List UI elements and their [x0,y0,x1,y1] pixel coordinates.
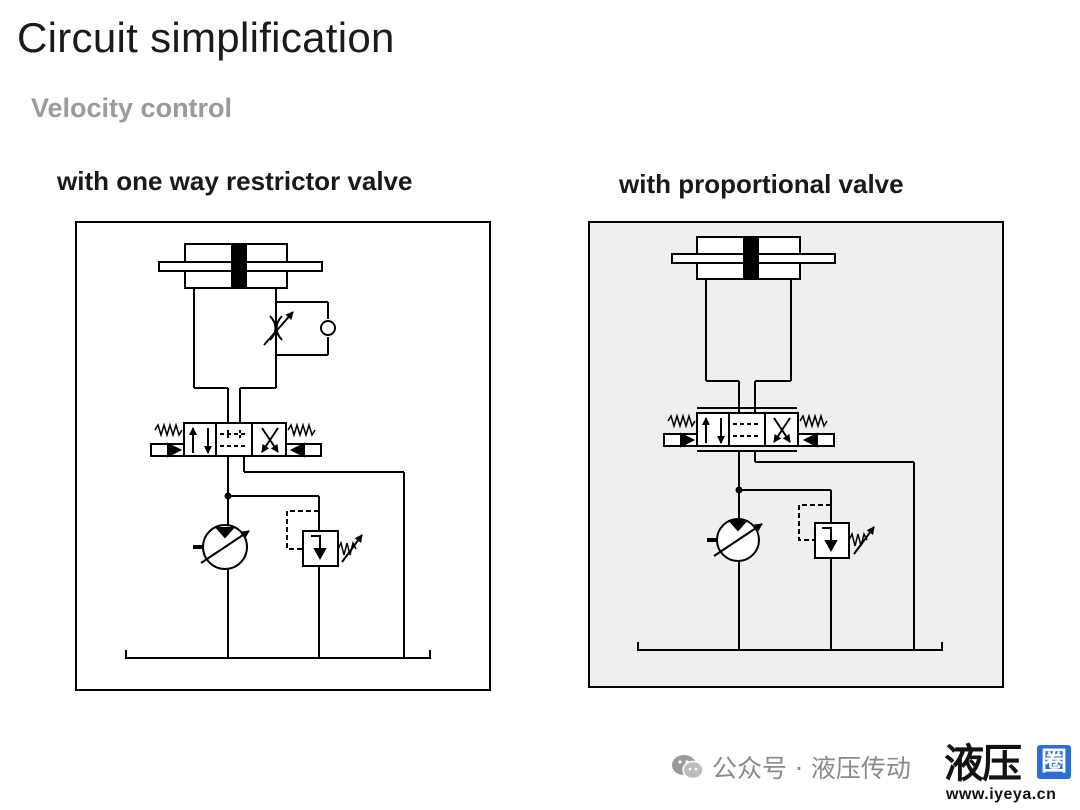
slide-subtitle: Velocity control [31,93,233,123]
right-panel-frame [588,221,1004,688]
watermark-badge: 圈 [1037,745,1071,779]
tank-line-left [125,650,431,659]
one-way-restrictor-valve [263,301,336,356]
slide-title: Circuit simplification [17,14,395,61]
proportional-valve-right [663,407,835,452]
right-panel-title: with proportional valve [619,169,904,199]
hydraulic-cylinder-left [158,243,323,289]
right-circuit-panel [588,221,1004,688]
left-circuit-panel [75,221,491,691]
wechat-icon [672,755,704,780]
directional-valve-left [150,422,322,458]
variable-pump-right [707,518,763,562]
account-label: 公众号 · 液压传动 [712,754,911,783]
hydraulic-cylinder-right [671,236,836,280]
watermark-logo: 液压 圈 www.iyeya.cn [944,742,1074,806]
watermark-chars: 液压 [944,741,1022,787]
watermark-url: www.iyeya.cn [946,786,1057,803]
variable-pump-left [193,524,250,570]
tank-line-right [637,642,943,651]
left-panel-title: with one way restrictor valve [57,166,413,196]
relief-valve-left [286,510,363,567]
relief-valve-right [798,504,875,559]
footer-account: 公众号 · 液压传动 [670,750,911,784]
